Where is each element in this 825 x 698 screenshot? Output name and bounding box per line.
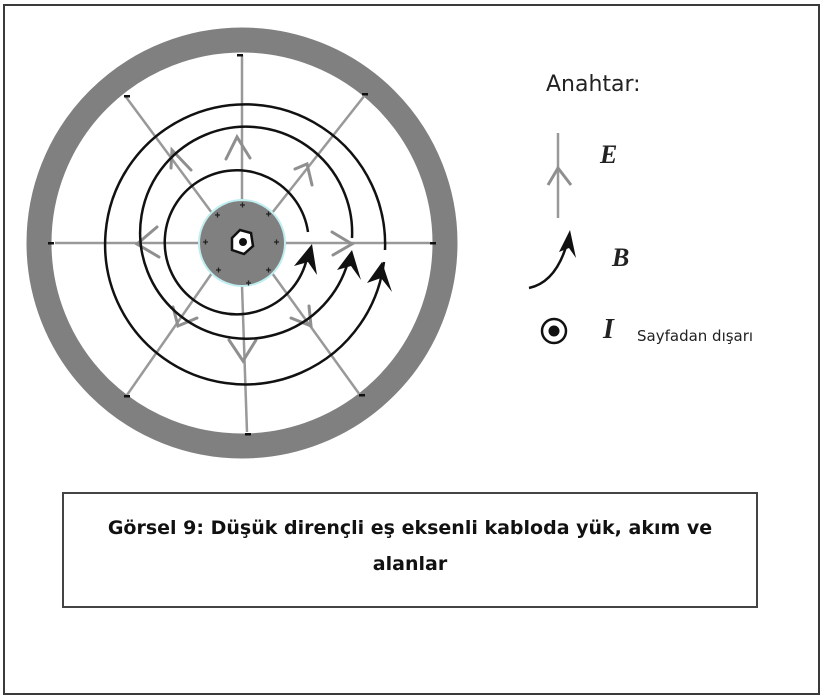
figure-frame <box>3 4 820 695</box>
b-arrow-icon <box>294 244 317 275</box>
positive-charges <box>203 202 279 286</box>
electric-field-arrowheads <box>134 133 355 364</box>
legend-i-note: Sayfadan dışarı <box>637 327 754 345</box>
legend-b-icon <box>528 230 576 290</box>
legend-b-label: B <box>612 243 630 272</box>
negative-charges <box>48 54 436 436</box>
legend-title: Anahtar: <box>546 72 641 97</box>
outer-conductor <box>26 27 458 459</box>
b-arrow-icon <box>337 250 361 280</box>
magnetic-field-circles <box>103 103 387 386</box>
figure-caption-box: Görsel 9: Düşük dirençli eş eksenli kabl… <box>62 492 758 608</box>
inner-conductor <box>198 199 286 287</box>
legend-i-icon <box>540 317 568 345</box>
legend-i-label: I <box>603 314 614 345</box>
legend-e-icon <box>546 133 573 218</box>
magnetic-field-arrowheads <box>294 244 392 292</box>
legend-e-label: E <box>600 140 618 169</box>
b-arrow-icon <box>367 262 392 292</box>
figure-caption: Görsel 9: Düşük dirençli eş eksenli kabl… <box>107 517 713 575</box>
